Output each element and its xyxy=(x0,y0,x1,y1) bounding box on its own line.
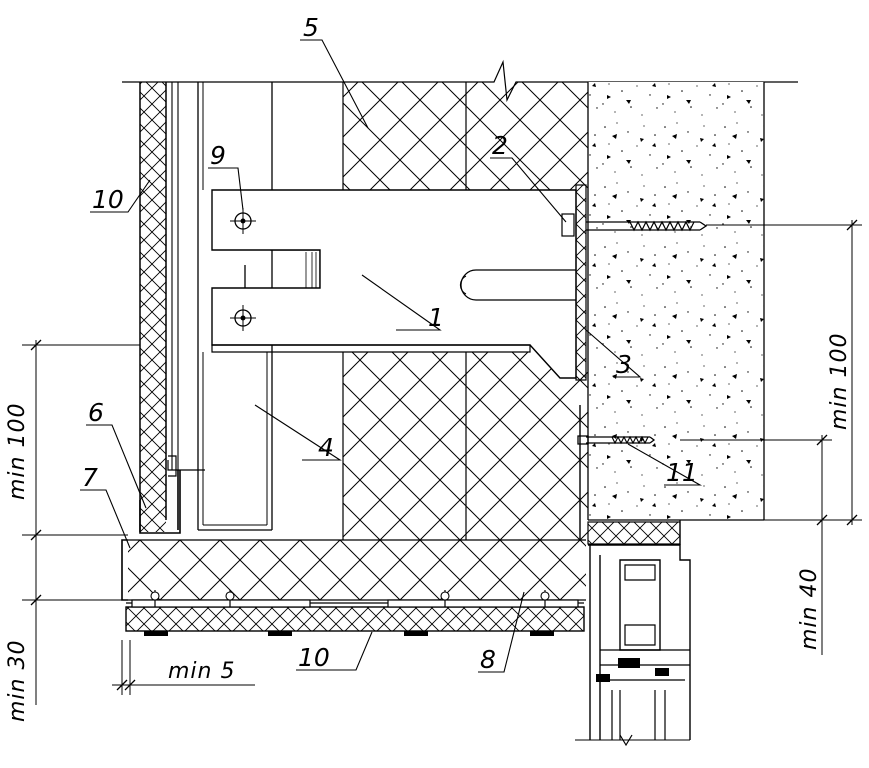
facade-panel-vertical xyxy=(139,82,179,532)
label-3: 3 xyxy=(616,350,632,379)
gasket-plate xyxy=(575,184,587,381)
dowel-anchor xyxy=(577,405,656,540)
label-5: 5 xyxy=(303,13,319,42)
insulation xyxy=(342,82,588,540)
dimension-right xyxy=(680,219,862,655)
dim-left-min30: min 30 xyxy=(5,640,30,722)
screw-lower xyxy=(230,305,256,331)
label-10-top: 10 xyxy=(92,185,124,214)
label-7: 7 xyxy=(82,463,98,492)
bracket xyxy=(211,189,577,379)
leader-lines xyxy=(80,39,703,673)
label-2: 2 xyxy=(492,131,508,160)
label-1: 1 xyxy=(428,303,444,332)
panel-fixings xyxy=(131,590,579,636)
dim-right-min40: min 40 xyxy=(797,568,822,650)
dimension-left xyxy=(22,339,140,705)
label-11: 11 xyxy=(666,458,698,487)
dim-right-min100: min 100 xyxy=(827,333,852,430)
label-10-bottom: 10 xyxy=(298,643,330,672)
bottom-insulation xyxy=(128,539,586,601)
label-4: 4 xyxy=(318,433,334,462)
dim-left-min100: min 100 xyxy=(5,403,30,500)
dimension-bottom xyxy=(112,640,255,695)
concrete-wall xyxy=(587,82,765,545)
vertical-guide-profile xyxy=(197,82,321,531)
window-frame xyxy=(575,521,691,747)
label-9: 9 xyxy=(210,141,226,170)
dim-bottom-min5: min 5 xyxy=(168,659,235,684)
label-6: 6 xyxy=(88,398,104,427)
anchor-bolt xyxy=(561,213,708,237)
label-8: 8 xyxy=(480,645,496,674)
screw-upper xyxy=(230,208,256,234)
